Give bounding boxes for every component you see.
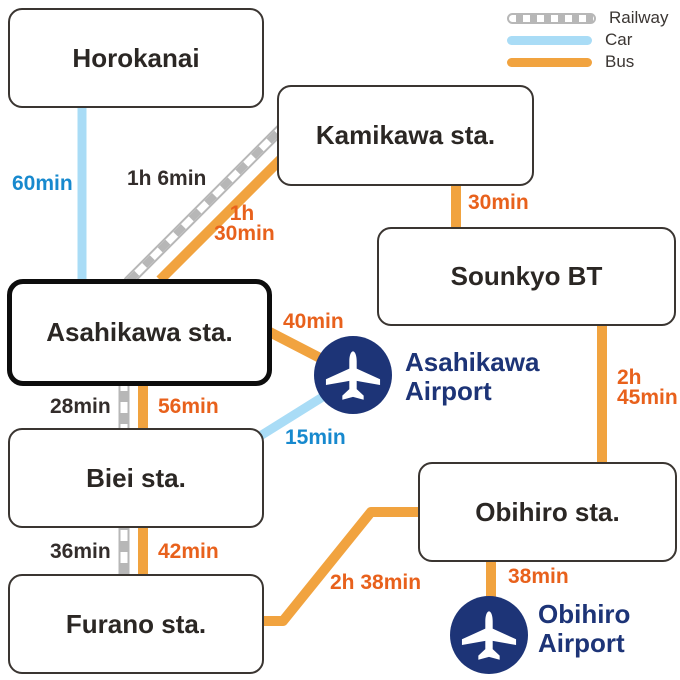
legend-label-railway: Railway xyxy=(609,8,669,27)
time-kamikawa-asahikawa-bus: 1h 30min xyxy=(214,202,275,245)
car-line-swatch xyxy=(507,35,592,45)
station-box-horokanai: Horokanai xyxy=(8,8,264,108)
station-label-obihiro: Obihiro sta. xyxy=(475,496,620,527)
station-box-sounkyo: Sounkyo BT xyxy=(377,227,676,326)
obihiro-airport-label: Obihiro Airport xyxy=(538,599,631,658)
obihiro-airport-icon xyxy=(450,596,528,674)
asahikawa-airport-icon xyxy=(314,336,392,414)
time-furano-obihiro-bus: 2h 38min xyxy=(330,571,422,594)
time-biei-furano-rail: 36min xyxy=(50,540,111,563)
station-box-furano: Furano sta. xyxy=(8,574,264,674)
station-label-biei: Biei sta. xyxy=(86,462,186,493)
time-sounkyo-obihiro-bus: 2h 45min xyxy=(617,366,678,409)
time-kamikawa-sounkyo-bus: 30min xyxy=(468,191,529,214)
time-horokanai-asahikawa-car: 60min xyxy=(12,172,73,195)
station-label-kamikawa: Kamikawa sta. xyxy=(315,120,496,150)
time-asahikawa-airport-bus: 40min xyxy=(283,310,344,333)
station-label-horokanai: Horokanai xyxy=(72,42,200,73)
station-label-furano: Furano sta. xyxy=(65,608,207,639)
legend-row-railway: Railway xyxy=(507,8,669,27)
bus-line-swatch xyxy=(507,57,592,67)
legend-label-bus: Bus xyxy=(605,52,635,71)
station-box-kamikawa: Kamikawa sta. xyxy=(277,85,534,186)
station-label-sounkyo: Sounkyo BT xyxy=(450,261,603,291)
time-obihiro-airport-bus: 38min xyxy=(508,565,569,588)
time-asahikawa-biei-rail: 28min xyxy=(50,395,111,418)
route-rail-asahikawa-kamikawa xyxy=(123,116,294,287)
route-bus-furano-obihiro xyxy=(259,507,420,626)
time-kamikawa-asahikawa-rail: 1h 6min xyxy=(127,167,207,190)
railway-line-swatch xyxy=(507,12,596,24)
station-label-asahikawa: Asahikawa sta. xyxy=(46,317,233,347)
station-box-asahikawa: Asahikawa sta. xyxy=(7,279,272,386)
time-airport-biei-car: 15min xyxy=(285,426,346,449)
time-asahikawa-biei-bus: 56min xyxy=(158,395,219,418)
time-biei-furano-bus: 42min xyxy=(158,540,219,563)
legend-row-bus: Bus xyxy=(507,52,635,71)
station-box-obihiro: Obihiro sta. xyxy=(418,462,677,562)
route-bus-asahikawa-kamikawa xyxy=(156,139,301,284)
asahikawa-airport-label: Asahikawa Airport xyxy=(405,347,540,406)
legend-label-car: Car xyxy=(605,30,633,49)
station-box-biei: Biei sta. xyxy=(8,428,264,528)
legend-row-car: Car xyxy=(507,30,633,49)
